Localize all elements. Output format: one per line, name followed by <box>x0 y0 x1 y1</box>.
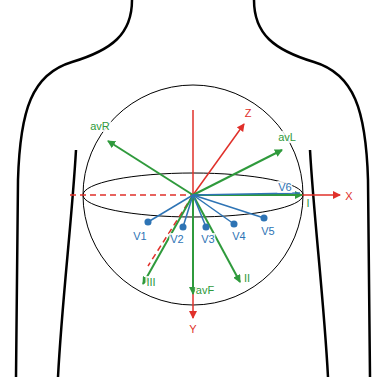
lead-label: V1 <box>132 230 147 242</box>
lead-label: avR <box>89 120 111 132</box>
lead-label: V4 <box>231 230 246 242</box>
lead-label: V5 <box>260 225 275 237</box>
lead-label: avL <box>277 131 297 143</box>
lead-label: Z <box>244 107 253 119</box>
axes <box>70 110 340 318</box>
chest-leads <box>145 193 300 230</box>
lead-label: V2 <box>169 233 184 245</box>
lead-label: V3 <box>200 233 215 245</box>
lead-label: X <box>344 190 353 202</box>
lead-label: V6 <box>277 181 292 193</box>
lead-label: Y <box>188 323 197 335</box>
limb-leads <box>108 141 302 294</box>
torso-outline <box>16 0 370 377</box>
lead-label: II <box>243 272 251 284</box>
lead-label: I <box>305 197 310 209</box>
lead-label: III <box>145 276 156 288</box>
lead-label: avF <box>195 284 215 296</box>
